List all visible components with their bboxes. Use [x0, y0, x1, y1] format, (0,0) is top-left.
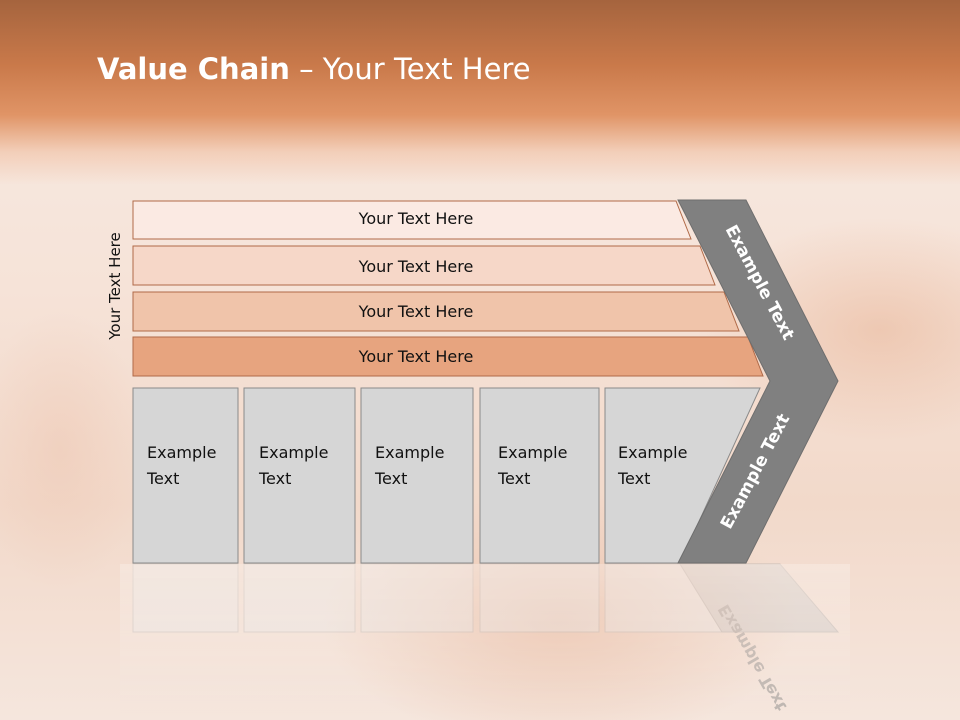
support-bar-1-label: Your Text Here — [358, 209, 474, 228]
primary-column-4-line1: Example — [498, 443, 567, 462]
support-bar-4-label: Your Text Here — [358, 347, 474, 366]
primary-column-2-line1: Example — [259, 443, 328, 462]
support-bar-2-label: Your Text Here — [358, 257, 474, 276]
support-bar-3[interactable] — [132, 291, 740, 332]
support-bar-2[interactable] — [132, 245, 716, 286]
primary-column-5-line1: Example — [618, 443, 687, 462]
primary-column-1[interactable] — [132, 387, 239, 564]
primary-column-2[interactable] — [243, 387, 356, 564]
diagram-reflection: Example Example Example Example Example … — [120, 530, 850, 720]
support-bar-3-label: Your Text Here — [358, 302, 474, 321]
primary-column-2-line2: Text — [258, 469, 291, 488]
primary-column-3-line2: Text — [374, 469, 407, 488]
primary-column-1-line1: Example — [147, 443, 216, 462]
bars-group: Your Text Here Your Text Here Your Text … — [132, 200, 764, 377]
support-bar-1[interactable] — [132, 200, 692, 240]
primary-column-4[interactable] — [479, 387, 600, 564]
slide-title-bold: Value Chain — [97, 52, 290, 86]
primary-column-3[interactable] — [360, 387, 474, 564]
header-band — [0, 0, 960, 185]
primary-column-1-line2: Text — [146, 469, 179, 488]
support-bar-4[interactable] — [132, 336, 764, 377]
primary-column-3-line1: Example — [375, 443, 444, 462]
primary-column-5-line2: Text — [617, 469, 650, 488]
columns-group: Example Text Example Text Example Text E… — [132, 387, 761, 564]
slide-title[interactable]: Value Chain – Your Text Here — [97, 52, 531, 86]
slide-title-rest: – Your Text Here — [289, 52, 531, 86]
margin-chevron-shape[interactable] — [677, 199, 839, 564]
primary-column-4-line2: Text — [497, 469, 530, 488]
